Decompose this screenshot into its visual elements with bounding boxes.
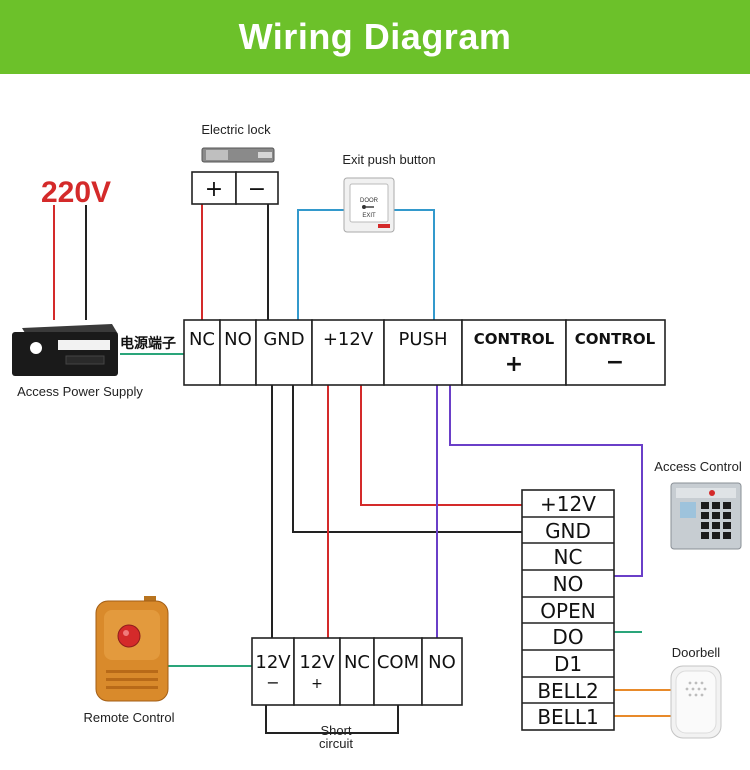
- exit-button-face-bottom: EXIT: [362, 213, 376, 219]
- exit-push-button: Exit push button DOOR EXIT: [342, 152, 436, 233]
- keypad-icon: [670, 482, 742, 550]
- supply-terminal-ctrlm: CONTROL: [575, 330, 656, 348]
- access-power-supply: Access Power Supply 电源端子: [12, 324, 176, 399]
- access-terminal-bell1: BELL1: [537, 705, 598, 729]
- access-control: Access Control: [654, 459, 742, 550]
- supply-terminal-ctrlp-box: [461, 319, 567, 386]
- supply-terminal-p12v: +12V: [323, 329, 374, 350]
- supply-terminal-ctrlm-sign: −: [606, 350, 624, 375]
- electric-lock: Electric lock + −: [191, 122, 279, 205]
- exit-button-face-top: DOOR: [360, 198, 379, 204]
- remote-control-icon: [95, 596, 169, 702]
- supply-terminal-nc: NC: [189, 329, 215, 350]
- remote-terminal-12v-minus-sign: −: [266, 673, 279, 692]
- wires: [53, 204, 672, 734]
- access-terminal-do: DO: [552, 625, 583, 649]
- supply-terminal-gnd-box: [255, 319, 313, 386]
- access-terminal-column: +12V GND NC NO OPEN DO D1 BELL2 BELL1: [521, 489, 615, 731]
- remote-terminal-12v-plus: 12V: [299, 652, 335, 673]
- access-control-label: Access Control: [654, 459, 742, 474]
- supply-terminal-ctrlp-sign: +: [505, 352, 523, 377]
- access-terminal-d1: D1: [554, 652, 582, 676]
- exit-button-icon: DOOR EXIT: [343, 177, 395, 233]
- exit-button-label: Exit push button: [342, 152, 435, 167]
- remote-terminal-12v-minus: 12V: [255, 652, 291, 673]
- short-circuit-caption-2: circuit: [319, 736, 353, 751]
- exit-button-wire-gnd: [297, 209, 346, 320]
- push-to-access-wire: [449, 385, 643, 577]
- access-terminal-gnd: GND: [545, 519, 591, 543]
- access-terminal-open: OPEN: [540, 599, 595, 623]
- remote-control: Remote Control: [83, 596, 175, 725]
- remote-control-label: Remote Control: [83, 710, 174, 725]
- remote-terminal-com: COM: [377, 652, 419, 673]
- supply-terminal-push-box: [383, 319, 463, 386]
- electric-lock-label: Electric lock: [201, 122, 271, 137]
- title-bar: Wiring Diagram: [0, 0, 750, 74]
- power-supply-icon: [12, 324, 118, 376]
- lock-terminal-minus-box: [235, 171, 279, 205]
- short-circuit-bracket: [265, 705, 399, 734]
- remote-terminal-no: NO: [428, 652, 456, 673]
- supply-terminal-nc-box: [183, 319, 221, 386]
- doorbell-label: Doorbell: [672, 645, 721, 660]
- short-circuit-caption-1: Short: [320, 723, 351, 738]
- power-supply-label: Access Power Supply: [17, 384, 143, 399]
- lock-terminal-plus: +: [205, 177, 223, 202]
- remote-terminal-12v-plus-sign: +: [311, 676, 323, 692]
- access-terminal-nc: NC: [554, 545, 583, 569]
- supply-terminal-ctrlm-box: [565, 319, 666, 386]
- access-terminal-p12v: +12V: [540, 492, 596, 516]
- supply-terminal-strip: NC NO GND +12V PUSH CONTROL + CONTROL −: [183, 319, 666, 386]
- remote-terminal-nc: NC: [344, 652, 370, 673]
- p12v-to-access-wire: [360, 385, 522, 506]
- mains-voltage-label: 220V: [41, 176, 111, 209]
- doorbell-icon: [670, 665, 722, 739]
- access-terminal-bell2: BELL2: [537, 679, 598, 703]
- lock-terminal-minus: −: [248, 177, 266, 202]
- supply-terminal-ctrlp: CONTROL: [474, 330, 555, 348]
- supply-terminal-p12v-box: [311, 319, 385, 386]
- electric-lock-icon: [201, 147, 275, 163]
- exit-button-wire-push: [392, 209, 435, 320]
- gnd-to-access-wire: [292, 385, 522, 533]
- doorbell: Doorbell: [670, 645, 722, 739]
- supply-terminal-no: NO: [224, 329, 252, 350]
- remote-terminal-strip: 12V − 12V + NC COM NO Short circuit: [251, 637, 463, 751]
- page-title: Wiring Diagram: [238, 16, 512, 57]
- power-supply-terminal-caption: 电源端子: [120, 335, 176, 352]
- supply-terminal-gnd: GND: [263, 329, 304, 350]
- access-terminal-no: NO: [553, 572, 584, 596]
- supply-terminal-push: PUSH: [399, 329, 448, 350]
